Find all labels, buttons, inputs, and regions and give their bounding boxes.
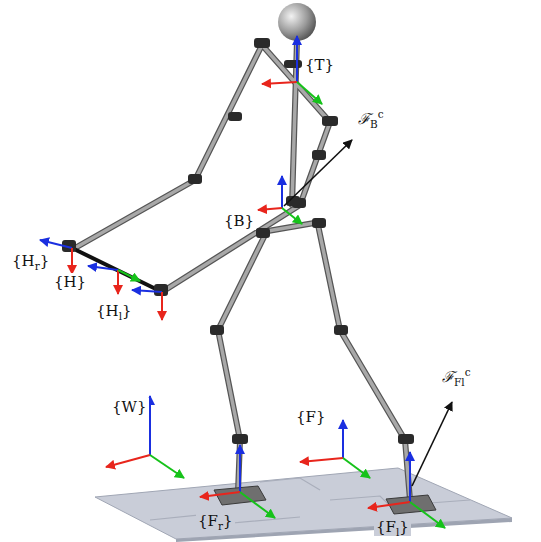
robot-feet — [214, 486, 436, 514]
frame-label: {H} — [52, 273, 88, 291]
robot-links — [218, 235, 265, 492]
frame-label: {Hl} — [94, 302, 134, 320]
coordinate-frames — [150, 455, 184, 478]
coordinate-frames — [281, 176, 283, 208]
robot-joints — [188, 174, 202, 184]
frame-label: {Hr} — [10, 252, 51, 270]
frame-label: {W} — [110, 398, 149, 416]
robot-joints — [322, 116, 338, 126]
coordinate-frames — [300, 458, 343, 462]
robot-links — [162, 122, 330, 292]
coordinate-frames — [282, 208, 302, 224]
robot-links — [75, 45, 262, 248]
robot-links — [75, 45, 262, 248]
robot-joints — [334, 325, 348, 335]
robot-joints — [312, 218, 326, 228]
ground-platform — [95, 468, 512, 539]
coordinate-frames — [343, 458, 370, 478]
coordinate-frames — [368, 502, 410, 508]
coordinate-frames — [40, 240, 72, 248]
coordinate-frames — [342, 420, 344, 458]
robot-links — [262, 222, 320, 232]
coordinate-frames — [118, 270, 140, 281]
coordinate-frames — [262, 82, 297, 84]
frame-label: {Fl} — [374, 518, 411, 536]
coordinate-frames — [258, 208, 282, 210]
robot-joints — [398, 434, 414, 444]
wrench-arrows — [284, 140, 352, 206]
robot-joints — [62, 38, 414, 444]
coordinate-frames — [239, 445, 241, 492]
robot-links — [218, 235, 265, 492]
coordinate-frames — [71, 248, 73, 274]
frame-label: ℱFlc — [440, 368, 473, 386]
coordinate-frames — [200, 492, 240, 497]
coordinate-frames — [409, 452, 411, 502]
robot-links — [162, 122, 330, 292]
coordinate-frames — [117, 270, 119, 294]
coordinate-frames — [149, 396, 151, 455]
robot-joints — [254, 38, 270, 48]
robot-joints — [312, 150, 326, 160]
coordinate-frames — [40, 36, 445, 528]
robot-joints — [228, 112, 242, 121]
coordinate-frames — [297, 82, 322, 104]
frame-label: {F} — [294, 408, 328, 426]
coordinate-frames — [296, 36, 298, 82]
robot-joints — [210, 325, 224, 335]
wrench-arrows — [284, 140, 452, 486]
frame-label: {B} — [222, 212, 256, 230]
coordinate-frames — [240, 492, 275, 518]
wrench-arrows — [412, 402, 452, 486]
coordinate-frames — [161, 292, 163, 320]
coordinate-frames — [132, 290, 162, 292]
ground-platform — [95, 468, 512, 542]
robot-links — [72, 40, 410, 500]
frame-label: {Fr} — [196, 512, 235, 530]
robot-links — [75, 40, 410, 500]
frame-label: ℱBc — [356, 110, 386, 128]
coordinate-frames — [410, 502, 445, 528]
frame-label: {T} — [303, 56, 336, 74]
coordinate-frames — [106, 455, 150, 467]
robot-joints — [256, 228, 270, 238]
robot-links — [75, 40, 410, 500]
robot-joints — [284, 60, 302, 68]
robot-head — [278, 3, 316, 41]
coordinate-frames — [88, 266, 118, 270]
robot-joints — [232, 434, 248, 444]
robot-head — [278, 3, 316, 41]
